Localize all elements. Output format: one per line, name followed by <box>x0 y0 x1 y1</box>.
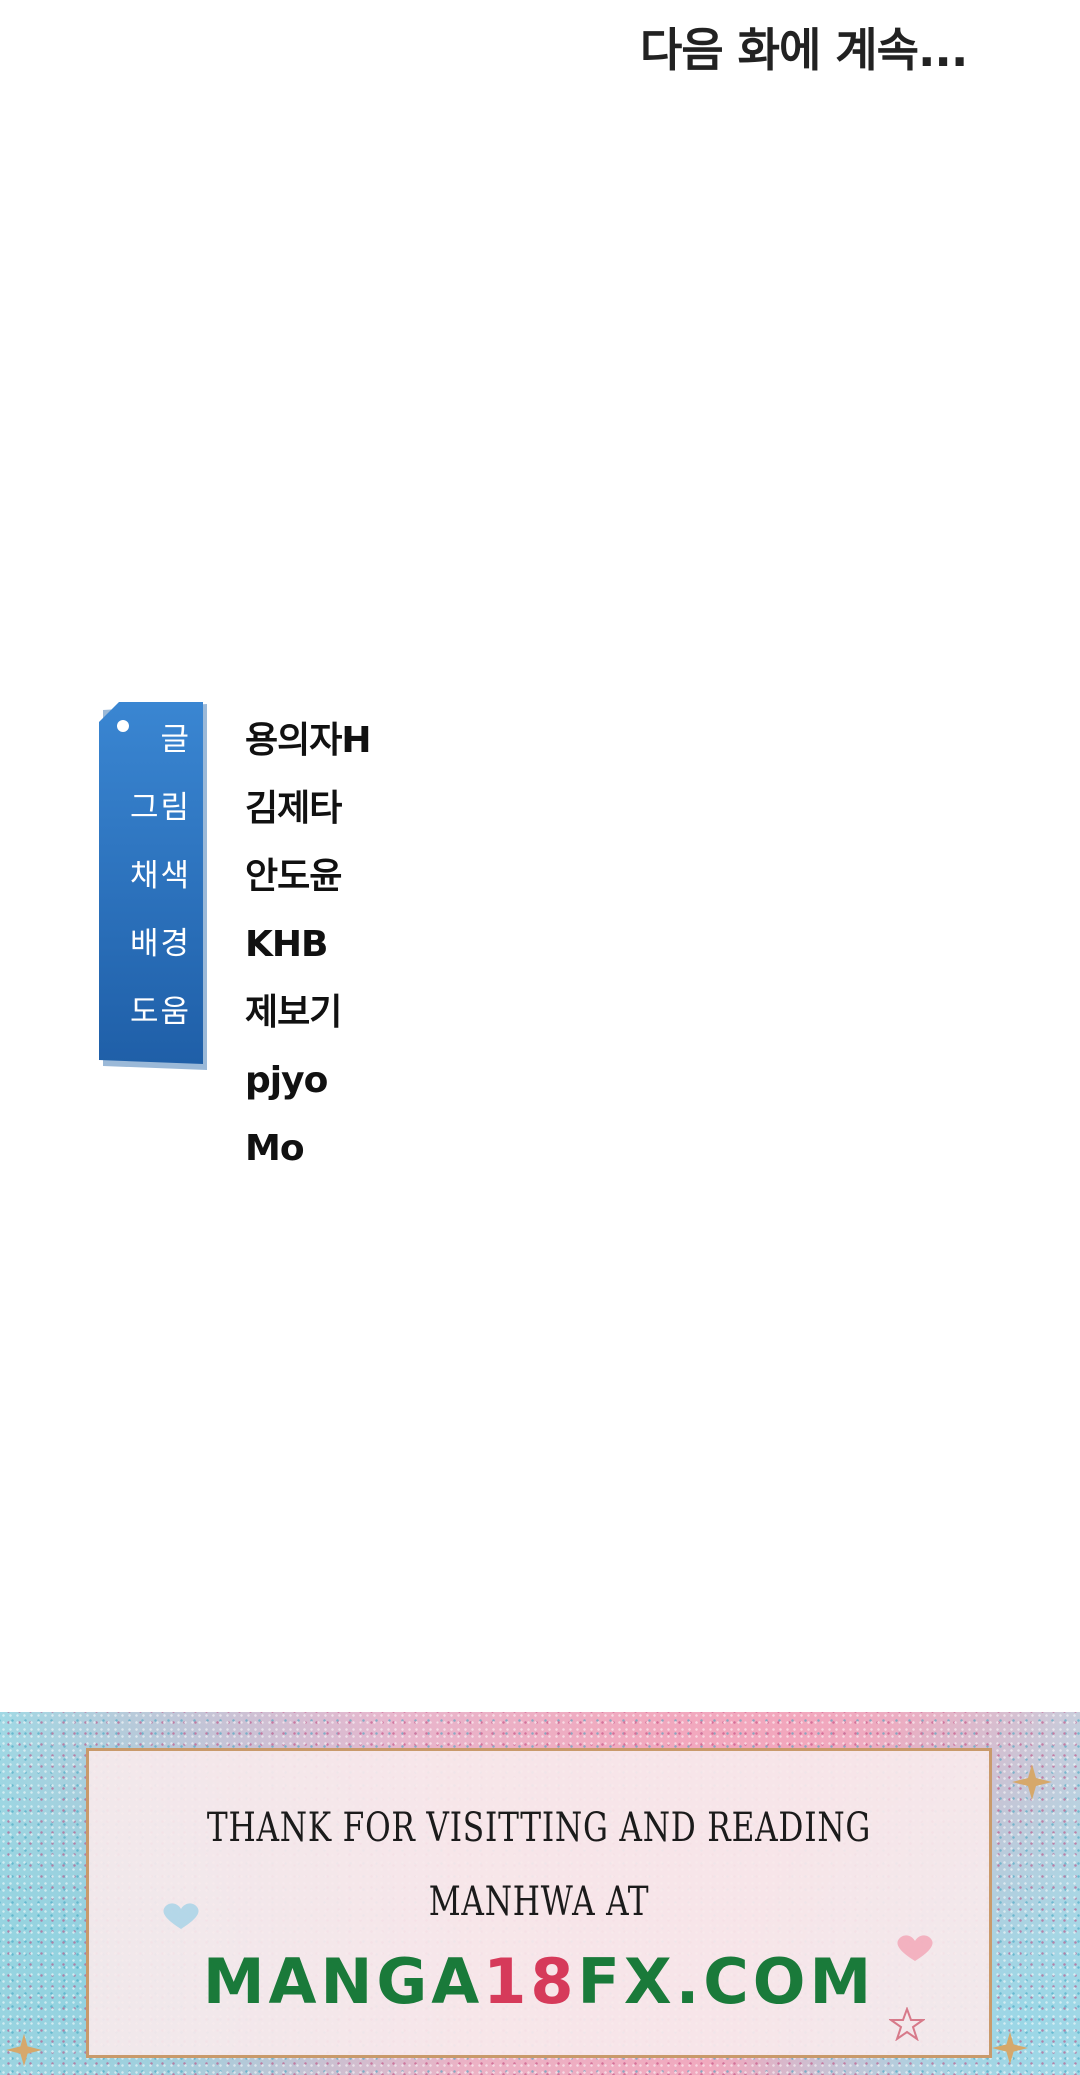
role-assist: 도움 <box>129 994 191 1030</box>
site-suffix: FX.COM <box>577 1945 876 2018</box>
heart-icon <box>163 1903 199 1929</box>
credit-name: 안도윤 <box>245 856 342 897</box>
credit-name: 용의자H <box>245 720 371 761</box>
role-background: 배경 <box>129 926 191 962</box>
credit-name: KHB <box>245 924 328 965</box>
sparkle-icon <box>6 2033 42 2067</box>
star-icon <box>889 2007 925 2041</box>
sparkle-icon <box>1012 1764 1052 1800</box>
banner-line-2: MANHWA AT <box>428 1879 650 1925</box>
credits-block: 글 그림 채색 배경 도움 용의자H 김제타 안도윤 KHB 제보기 pjyo … <box>95 700 495 1180</box>
site-number: 18 <box>483 1945 578 2018</box>
credit-name: pjyo <box>245 1060 328 1101</box>
banner-panel: THANK FOR VISITTING AND READING MANHWA A… <box>86 1748 992 2058</box>
role-coloring: 채색 <box>129 858 191 894</box>
role-art: 그림 <box>129 790 191 826</box>
role-writing: 글 <box>160 722 191 758</box>
credit-name: 김제타 <box>245 788 342 829</box>
banner-line-1: THANK FOR VISITTING AND READING <box>206 1805 872 1851</box>
sparkle-icon <box>992 2031 1028 2065</box>
tag-hole-icon <box>117 720 129 732</box>
footer-banner: THANK FOR VISITTING AND READING MANHWA A… <box>0 1712 1080 2075</box>
credits-tag: 글 그림 채색 배경 도움 <box>95 700 207 1070</box>
tag-shape <box>99 702 207 1070</box>
credit-name: Mo <box>245 1128 305 1169</box>
credit-name: 제보기 <box>245 992 342 1033</box>
site-link[interactable]: MANGA18FX.COM <box>89 1945 989 2018</box>
to-be-continued-caption: 다음 화에 계속... <box>640 23 968 77</box>
site-prefix: MANGA <box>202 1945 484 2018</box>
heart-icon <box>897 1935 933 1961</box>
